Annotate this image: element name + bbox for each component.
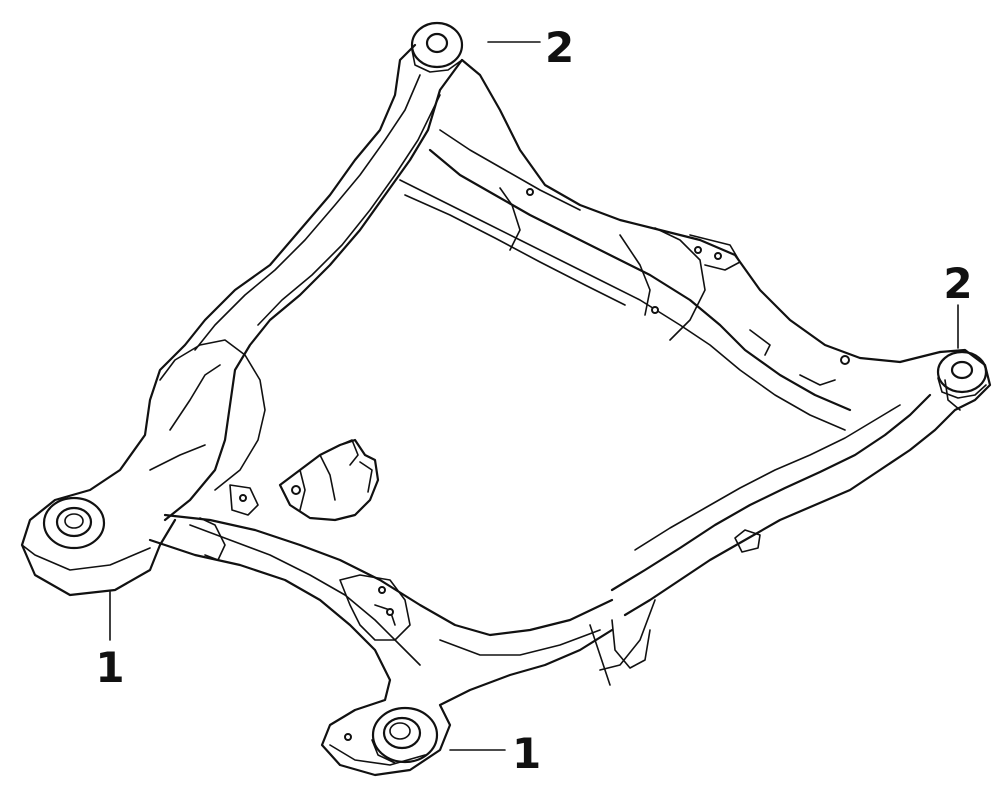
callout-label: 1 <box>95 643 124 692</box>
front-right-bushing <box>371 706 439 764</box>
right-side-rail <box>589 348 992 686</box>
callout-label: 2 <box>545 23 574 72</box>
left-side-rail <box>20 43 464 597</box>
callout-rear-left: 2 <box>487 23 574 72</box>
callout-label: 1 <box>512 729 541 778</box>
callout-front-left: 1 <box>95 591 125 692</box>
front-left-bushing <box>42 496 106 550</box>
rear-cross-member <box>399 58 942 431</box>
rear-right-bushing <box>936 350 988 399</box>
callout-label: 2 <box>943 259 972 308</box>
rear-left-bushing <box>410 21 464 73</box>
callout-front-right: 1 <box>449 729 541 778</box>
front-cross-member <box>148 484 614 777</box>
front-centre-bracket <box>278 438 411 641</box>
callout-rear-right: 2 <box>943 259 973 349</box>
